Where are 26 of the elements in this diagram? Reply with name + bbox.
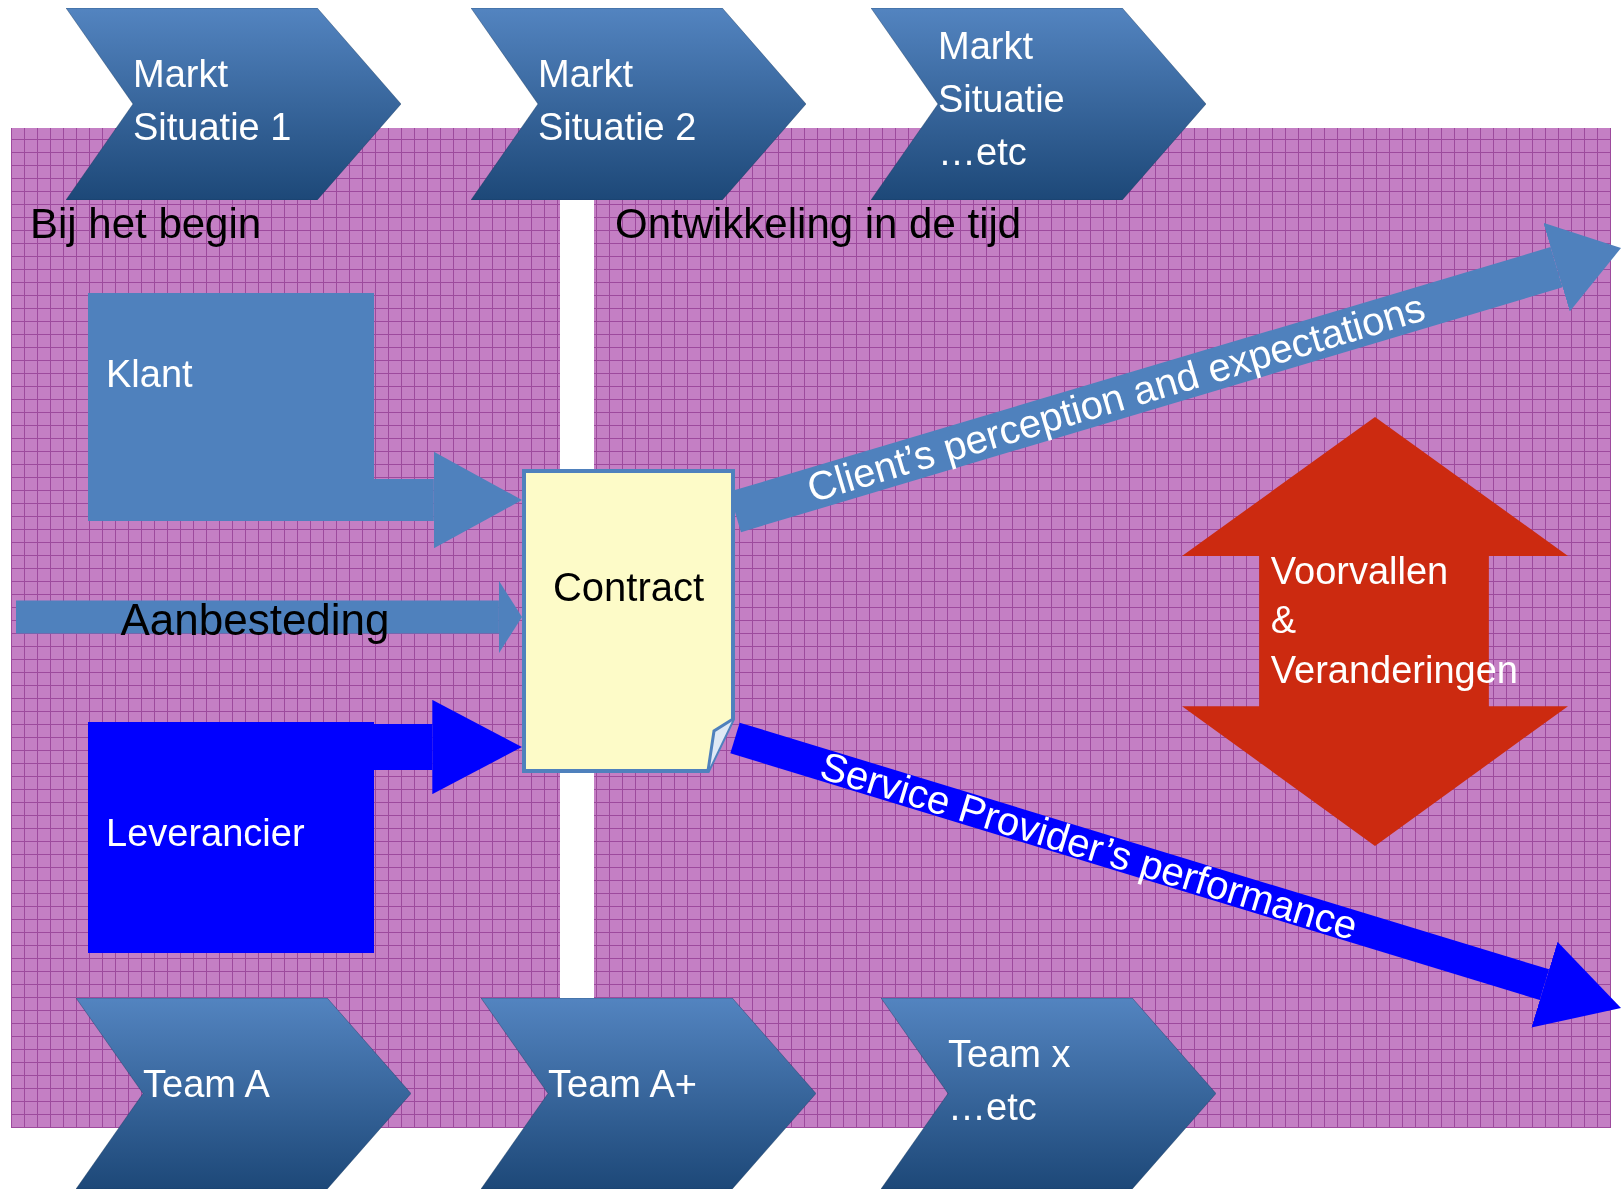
step-label: Team A+ <box>548 1062 698 1107</box>
section-heading: Bij het begin <box>30 200 262 248</box>
chevron-step <box>481 998 816 1189</box>
double-arrow-shape <box>1182 417 1568 846</box>
edge-label: Aanbesteding <box>120 595 390 645</box>
block-arrow <box>16 580 522 654</box>
section-heading: Ontwikkeling in de tijd <box>615 200 1022 248</box>
contract-document <box>522 469 735 773</box>
block-arrow <box>730 722 1621 1028</box>
party-label: Leverancier <box>106 812 305 855</box>
party-box <box>88 722 374 953</box>
chevron-step <box>881 998 1216 1189</box>
chevron-step <box>471 8 806 200</box>
chevron-step <box>66 8 401 200</box>
block-arrow <box>374 699 522 795</box>
step-label: Markt Situatie 1 <box>133 52 293 151</box>
party-box <box>88 293 374 521</box>
contract-label: Contract <box>551 565 706 610</box>
block-arrow <box>374 451 522 549</box>
step-label: Team x …etc <box>948 1032 1072 1131</box>
step-label: Team A <box>143 1062 271 1107</box>
step-label: Markt Situatie 2 <box>538 52 698 151</box>
chevron-step <box>76 998 411 1189</box>
party-label: Klant <box>106 353 193 396</box>
step-label: Markt Situatie …etc <box>938 24 1066 176</box>
chevron-step <box>871 8 1206 200</box>
